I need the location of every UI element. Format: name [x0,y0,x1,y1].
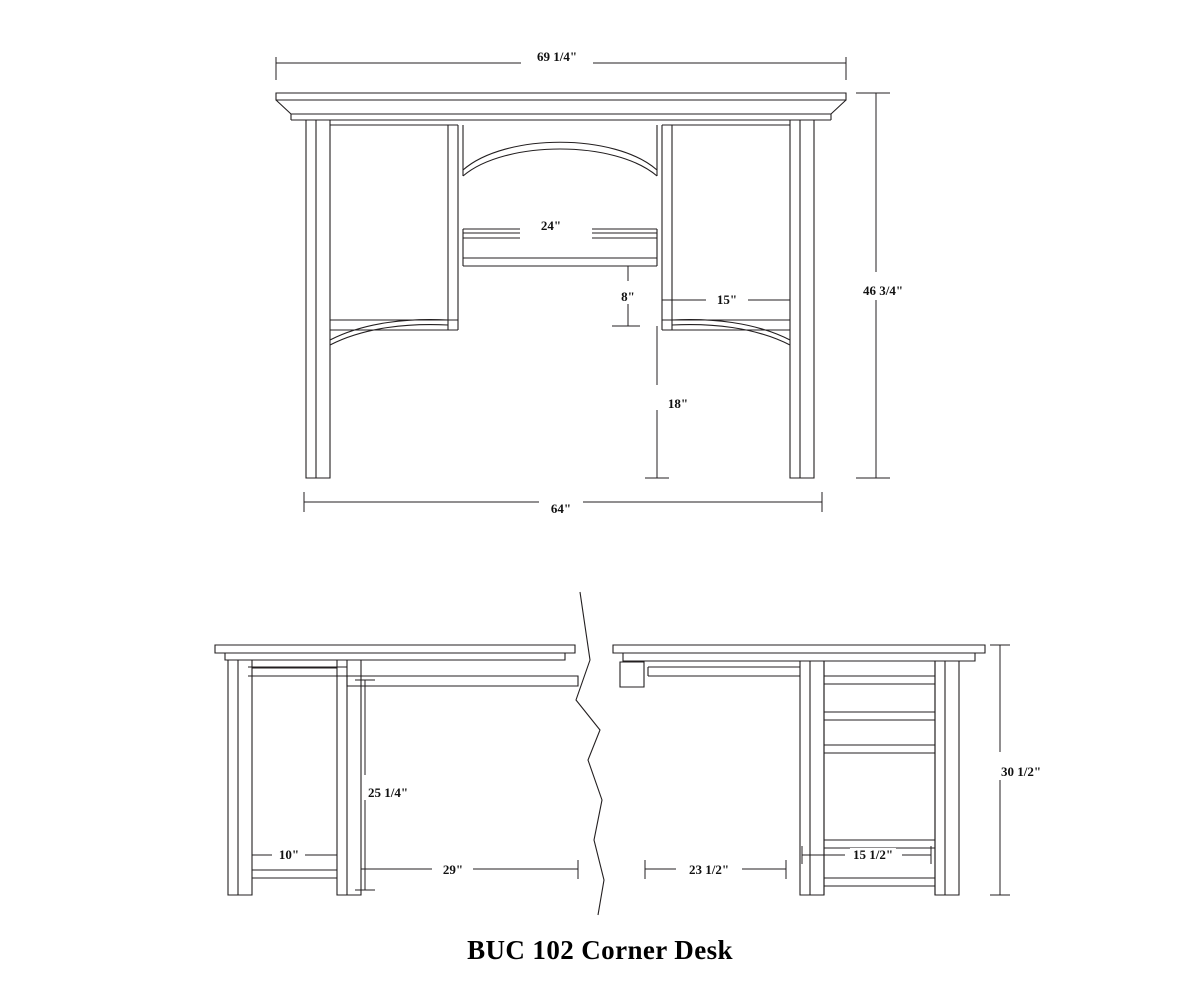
dim-label-return-depth: 29" [439,863,467,877]
dim-label-overall-height: 46 3/4" [859,284,907,298]
dim-15-1-2-leader [801,846,932,864]
dim-64-leader [303,492,823,512]
front-top-slab [275,92,847,121]
front-left-pedestal [329,124,459,346]
dim-label-return-foot-depth: 10" [275,848,303,862]
drawing-caption: BUC 102 Corner Desk [467,935,733,965]
dim-29-leader [360,860,579,879]
dim-label-pedestal-width: 15" [713,293,741,307]
left-side-view [214,644,579,896]
front-center-drawer [462,228,658,267]
dim-label-drawer-bank-depth: 15 1/2" [849,848,897,862]
dim-69-1-4-leader [275,57,847,80]
dim-label-desk-depth: 23 1/2" [685,863,733,877]
dim-label-knee-opening-width: 24" [537,219,565,233]
dim-label-return-top-height: 25 1/4" [364,786,412,800]
front-right-pedestal [661,124,791,346]
dim-46-3-4-leader [856,92,890,479]
dim-25-1-4-leader [355,679,375,891]
dim-23-1-2-leader [644,860,787,879]
dim-label-base-width: 64" [547,502,575,516]
right-side-view [612,644,1010,896]
break-line [575,591,605,916]
dim-label-desk-height: 30 1/2" [997,765,1045,779]
dim-10-leader [251,847,338,864]
dim-label-knee-clearance-height: 18" [664,397,692,411]
dim-15-leader [661,292,791,310]
dim-30-1-2-leader [990,644,1010,896]
front-right-leg [789,120,815,479]
dim-18-leader [645,326,669,479]
front-left-leg [305,120,331,479]
front-center-arch [462,125,658,177]
dim-label-overall-top-width: 69 1/4" [533,50,581,64]
dim-label-drawer-height: 8" [618,290,638,304]
